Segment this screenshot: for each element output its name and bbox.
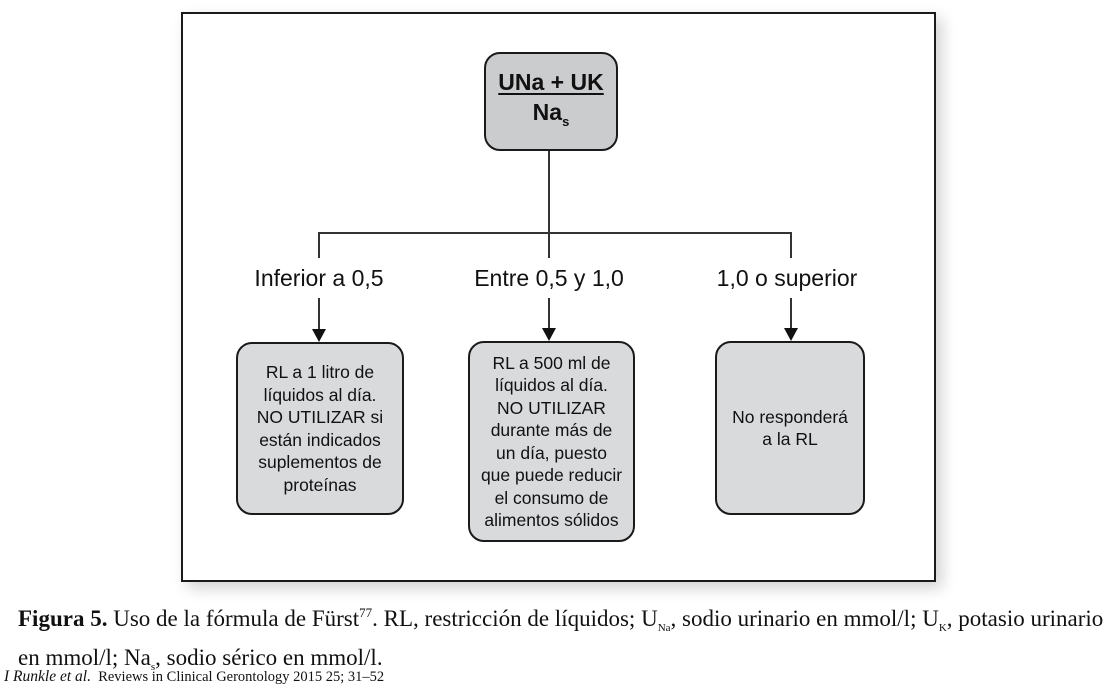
result-line: RL a 1 litro de bbox=[265, 362, 375, 382]
result-line: alimentos sólidos bbox=[484, 510, 619, 530]
branch-label-low: Inferior a 0,5 bbox=[254, 265, 384, 291]
caption-text: . RL, restricción de líquidos; U bbox=[372, 606, 658, 631]
citation-authors: I Runkle et al. bbox=[4, 668, 91, 685]
caption-subscript: s bbox=[150, 661, 156, 673]
result-line: a la RL bbox=[762, 429, 818, 449]
arrow-down-icon bbox=[784, 328, 798, 341]
result-line: NO UTILIZAR bbox=[497, 397, 606, 418]
caption-subscript: Na bbox=[657, 622, 671, 634]
caption-label: Figura 5. bbox=[18, 606, 108, 631]
connector-left-lower bbox=[318, 298, 320, 330]
result-text-mid: RL a 500 ml de líquidos al día. NO UTILI… bbox=[481, 352, 622, 532]
arrow-down-icon bbox=[312, 329, 326, 342]
formula-denominator-sub: s bbox=[562, 113, 570, 129]
branch-label-high: 1,0 o superior bbox=[716, 265, 858, 291]
connector-right-lower bbox=[790, 298, 792, 329]
caption-subscript: K bbox=[938, 622, 947, 634]
formula-node: UNa + UK Nas bbox=[484, 52, 618, 151]
result-box-high: No responderá a la RL bbox=[715, 341, 865, 515]
arrow-down-icon bbox=[542, 328, 556, 341]
connector-right-upper bbox=[790, 232, 792, 258]
result-line: están indicados bbox=[259, 429, 381, 450]
result-box-low: RL a 1 litro de líquidos al día. NO UTIL… bbox=[236, 342, 404, 515]
caption-text: , sodio urinario en mmol/l; U bbox=[670, 606, 939, 631]
result-line: el consumo de bbox=[494, 487, 609, 508]
citation: I Runkle et al. Reviews in Clinical Gero… bbox=[4, 668, 384, 686]
caption-text: , potasio urinario en mmol/l; Na bbox=[18, 606, 1104, 670]
formula-numerator: UNa + UK bbox=[498, 68, 604, 95]
result-line: suplementos de bbox=[258, 452, 382, 472]
formula-denominator: Nas bbox=[533, 97, 570, 137]
connector-trunk bbox=[548, 151, 550, 234]
figure-caption: Figura 5. Uso de la fórmula de Fürst77. … bbox=[18, 598, 1108, 682]
result-line: proteínas bbox=[283, 474, 357, 495]
result-text-high: No responderá a la RL bbox=[732, 406, 848, 451]
branch-label-mid: Entre 0,5 y 1,0 bbox=[474, 265, 624, 291]
result-line: un día, puesto bbox=[496, 442, 607, 463]
result-text-low: RL a 1 litro de líquidos al día. NO UTIL… bbox=[257, 361, 383, 496]
caption-reference: 77 bbox=[359, 605, 373, 620]
caption-text: , sodio sérico en mmol/l. bbox=[155, 645, 383, 670]
result-line: No responderá bbox=[732, 406, 848, 427]
caption-text: Uso de la fórmula de Fürst bbox=[107, 606, 360, 631]
connector-center-lower bbox=[548, 298, 550, 329]
result-line: RL a 500 ml de bbox=[492, 352, 611, 373]
result-line: NO UTILIZAR si bbox=[256, 407, 384, 427]
connector-horizontal bbox=[318, 232, 792, 234]
result-line: que puede reducir bbox=[480, 465, 623, 485]
connector-center-upper bbox=[548, 232, 550, 258]
citation-source: Reviews in Clinical Gerontology 2015 25;… bbox=[98, 669, 385, 685]
result-line: durante más de bbox=[490, 420, 613, 440]
result-line: líquidos al día. bbox=[495, 375, 608, 395]
formula-denominator-base: Na bbox=[532, 98, 563, 125]
connector-left-upper bbox=[318, 232, 320, 258]
result-line: líquidos al día. bbox=[263, 384, 377, 405]
result-box-mid: RL a 500 ml de líquidos al día. NO UTILI… bbox=[468, 341, 635, 542]
